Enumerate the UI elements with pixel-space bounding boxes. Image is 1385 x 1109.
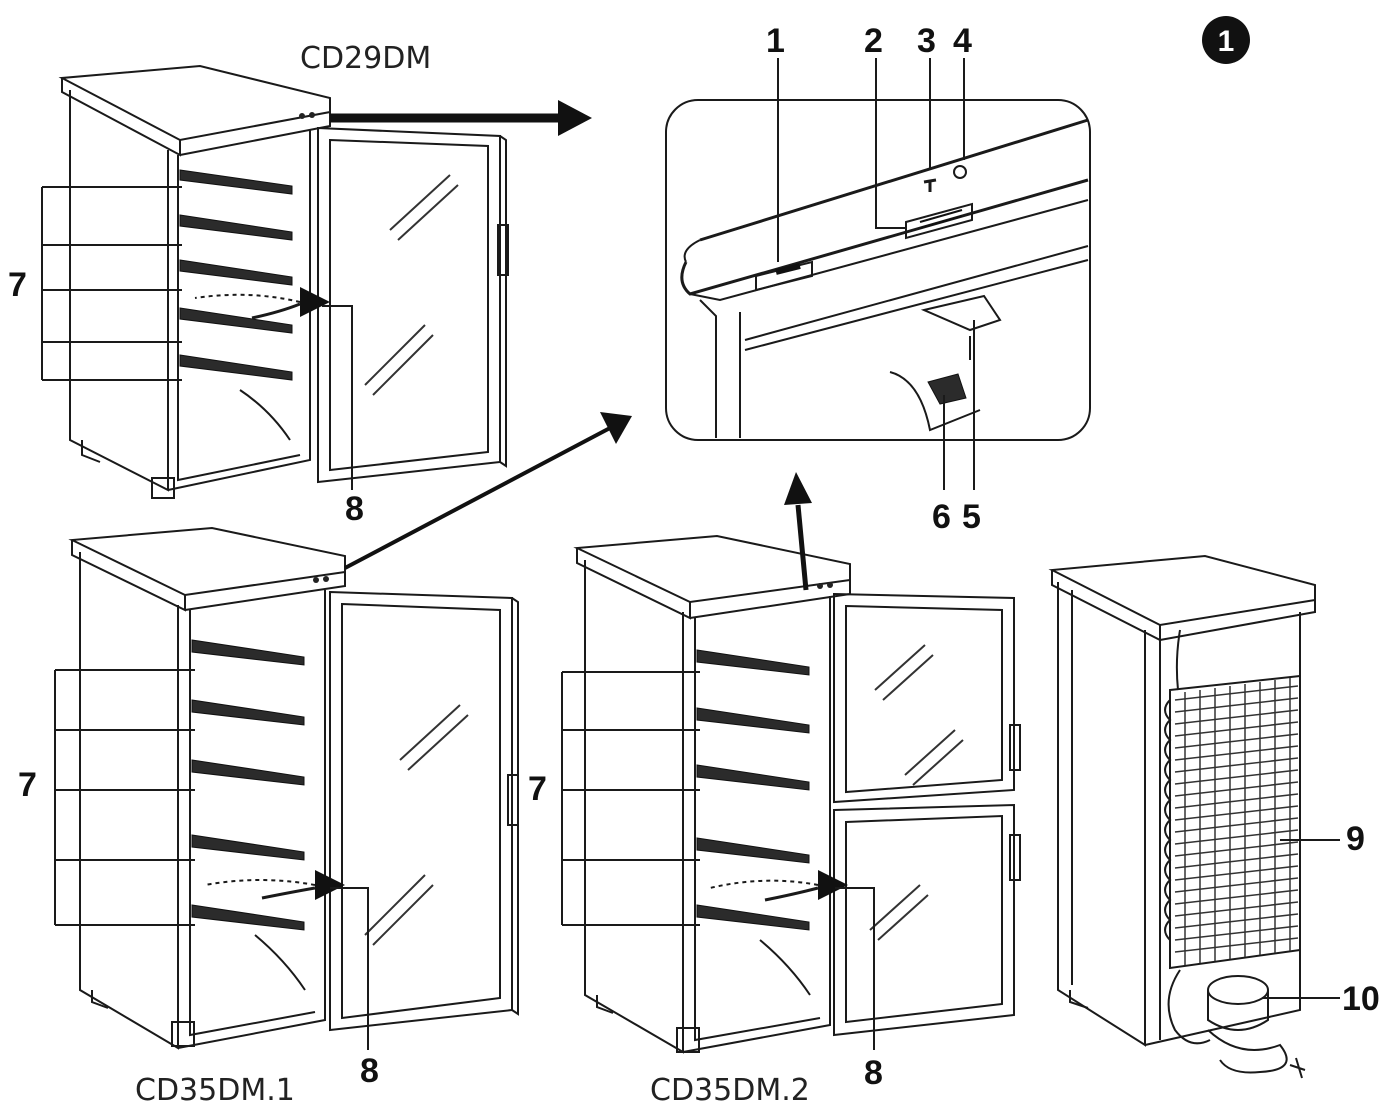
model-label-cd35dm1: CD35DM.1 — [135, 1073, 295, 1108]
callout-5: 5 — [962, 498, 981, 536]
callout-3: 3 — [917, 22, 936, 60]
callout-8-mid: 8 — [864, 1054, 883, 1092]
cabinet-cd35dm1 — [68, 412, 632, 1050]
callout-2: 2 — [864, 22, 883, 60]
callout-6: 6 — [932, 498, 951, 536]
callout-8-left: 8 — [360, 1052, 379, 1090]
callout-7-left: 7 — [18, 766, 37, 804]
callout-line-2 — [875, 58, 906, 229]
model-label-cd35dm2: CD35DM.2 — [650, 1073, 810, 1108]
cabinet-cd35dm2 — [573, 472, 1021, 1054]
callout-lines-7-top — [41, 186, 182, 381]
model-label-cd29dm: CD29DM — [300, 41, 431, 76]
figure-badge: 1 — [1202, 16, 1250, 64]
cabinet-rear-view — [1048, 554, 1316, 1079]
detail-panel — [665, 99, 1091, 441]
callout-line-8-left — [330, 887, 369, 1050]
callout-lines-7-mid — [561, 671, 700, 926]
callout-7-mid: 7 — [528, 770, 547, 808]
callout-8-top: 8 — [345, 490, 364, 528]
callout-1: 1 — [766, 22, 785, 60]
callout-line-8-top — [322, 305, 353, 490]
cabinet-cd29dm — [58, 64, 592, 499]
callout-10: 10 — [1342, 980, 1380, 1018]
callout-7-top: 7 — [8, 266, 27, 304]
callout-9: 9 — [1346, 820, 1365, 858]
callout-4: 4 — [953, 22, 972, 60]
callout-line-8-mid — [835, 887, 875, 1050]
callout-lines-7-left — [54, 669, 195, 926]
badge-number: 1 — [1218, 25, 1235, 58]
